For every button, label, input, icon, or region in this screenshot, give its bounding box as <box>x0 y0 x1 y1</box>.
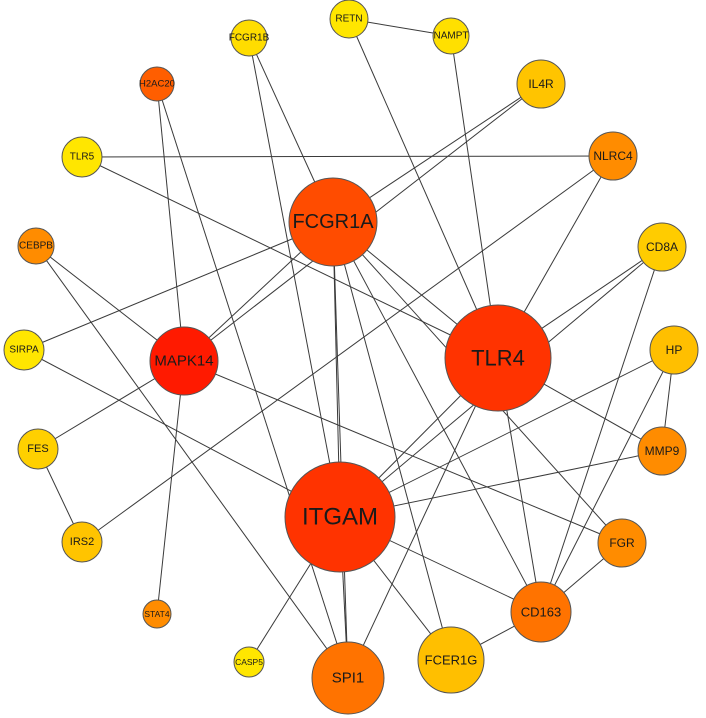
node-circle[interactable] <box>516 59 566 109</box>
edge-hp-itgam <box>339 349 675 518</box>
edge-cebpb-spi1 <box>35 245 349 679</box>
node-label: NLRC4 <box>593 149 633 163</box>
node-label: STAT4 <box>144 609 169 619</box>
node-retn[interactable]: RETN <box>329 0 369 39</box>
node-label: IRS2 <box>70 536 94 548</box>
edge-tlr4-spi1 <box>347 357 499 679</box>
node-circle[interactable] <box>510 581 572 643</box>
edge-h2ac20-mapk14 <box>156 83 185 362</box>
node-circle[interactable] <box>649 325 699 375</box>
edge-layer <box>23 18 675 679</box>
node-tlr4[interactable]: TLR4 <box>444 304 552 412</box>
node-circle[interactable] <box>311 641 385 715</box>
node-label: MMP9 <box>645 444 680 458</box>
node-label: H2AC20 <box>139 79 175 90</box>
node-cd8a[interactable]: CD8A <box>637 222 687 272</box>
node-tlr5[interactable]: TLR5 <box>61 136 103 178</box>
node-circle[interactable] <box>432 17 470 55</box>
edge-cd8a-cd163 <box>540 246 663 613</box>
edge-tlr5-nlrc4 <box>81 155 614 158</box>
edge-fcgr1a-fcer1g <box>332 221 452 661</box>
node-fcer1g[interactable]: FCER1G <box>417 626 485 694</box>
node-spi1[interactable]: SPI1 <box>311 641 385 715</box>
node-hp[interactable]: HP <box>649 325 699 375</box>
node-irs2[interactable]: IRS2 <box>61 521 103 563</box>
node-circle[interactable] <box>444 304 552 412</box>
node-circle[interactable] <box>230 19 268 57</box>
node-fcgr1b[interactable]: FCGR1B <box>229 19 270 57</box>
node-circle[interactable] <box>17 428 59 470</box>
node-label: SIRPA <box>9 345 39 356</box>
node-circle[interactable] <box>637 426 687 476</box>
node-h2ac20[interactable]: H2AC20 <box>139 66 175 102</box>
edge-fcgr1a-spi1 <box>332 221 349 679</box>
node-label: TLR5 <box>70 152 95 163</box>
node-circle[interactable] <box>139 66 175 102</box>
node-label: SPI1 <box>332 670 365 687</box>
node-circle[interactable] <box>142 599 172 629</box>
node-circle[interactable] <box>149 326 219 396</box>
edge-nampt-tlr4 <box>450 35 499 359</box>
node-label: FCER1G <box>425 653 478 668</box>
edge-sirpa-itgam <box>23 349 341 518</box>
node-label: NAMPT <box>434 31 469 42</box>
edge-fcgr1a-cd163 <box>332 221 542 613</box>
node-label: CD163 <box>521 605 561 620</box>
node-circle[interactable] <box>288 177 378 267</box>
node-il4r[interactable]: IL4R <box>516 59 566 109</box>
node-circle[interactable] <box>61 136 103 178</box>
node-label: FES <box>27 443 48 455</box>
node-nampt[interactable]: NAMPT <box>432 17 470 55</box>
node-circle[interactable] <box>284 461 396 573</box>
edge-fcgr1a-sirpa <box>23 221 334 351</box>
node-cd163[interactable]: CD163 <box>510 581 572 643</box>
edge-fcgr1b-itgam <box>248 37 341 518</box>
node-circle[interactable] <box>417 626 485 694</box>
node-label: FGR <box>609 536 635 550</box>
node-circle[interactable] <box>329 0 369 39</box>
node-label: FCGR1A <box>292 211 374 233</box>
node-circle[interactable] <box>637 222 687 272</box>
node-fcgr1a[interactable]: FCGR1A <box>288 177 378 267</box>
node-label: MAPK14 <box>154 353 213 370</box>
node-circle[interactable] <box>233 646 265 678</box>
edge-retn-tlr4 <box>348 18 499 359</box>
node-label: RETN <box>335 14 362 25</box>
node-circle[interactable] <box>3 329 45 371</box>
node-itgam[interactable]: ITGAM <box>284 461 396 573</box>
node-mmp9[interactable]: MMP9 <box>637 426 687 476</box>
edge-nlrc4-irs2 <box>81 155 614 543</box>
edge-tlr5-tlr4 <box>81 156 499 359</box>
node-cebpb[interactable]: CEBPB <box>17 227 55 265</box>
node-circle[interactable] <box>588 131 638 181</box>
node-mapk14[interactable]: MAPK14 <box>149 326 219 396</box>
edge-hp-cd163 <box>540 349 675 613</box>
node-fes[interactable]: FES <box>17 428 59 470</box>
node-circle[interactable] <box>17 227 55 265</box>
node-label: ITGAM <box>302 504 378 531</box>
node-nlrc4[interactable]: NLRC4 <box>588 131 638 181</box>
node-label: FCGR1B <box>229 33 270 44</box>
node-label: CEBPB <box>19 241 53 252</box>
node-circle[interactable] <box>597 518 647 568</box>
node-sirpa[interactable]: SIRPA <box>3 329 45 371</box>
node-stat4[interactable]: STAT4 <box>142 599 172 629</box>
node-label: TLR4 <box>471 346 525 371</box>
edge-mapk14-stat4 <box>156 360 185 615</box>
edge-mapk14-fgr <box>183 360 623 544</box>
node-label: IL4R <box>528 77 554 91</box>
edge-h2ac20-spi1 <box>156 83 349 679</box>
node-label: CD8A <box>646 240 678 254</box>
node-label: CASP5 <box>235 657 263 667</box>
node-fgr[interactable]: FGR <box>597 518 647 568</box>
node-casp5[interactable]: CASP5 <box>233 646 265 678</box>
node-circle[interactable] <box>61 521 103 563</box>
node-label: HP <box>666 343 683 357</box>
